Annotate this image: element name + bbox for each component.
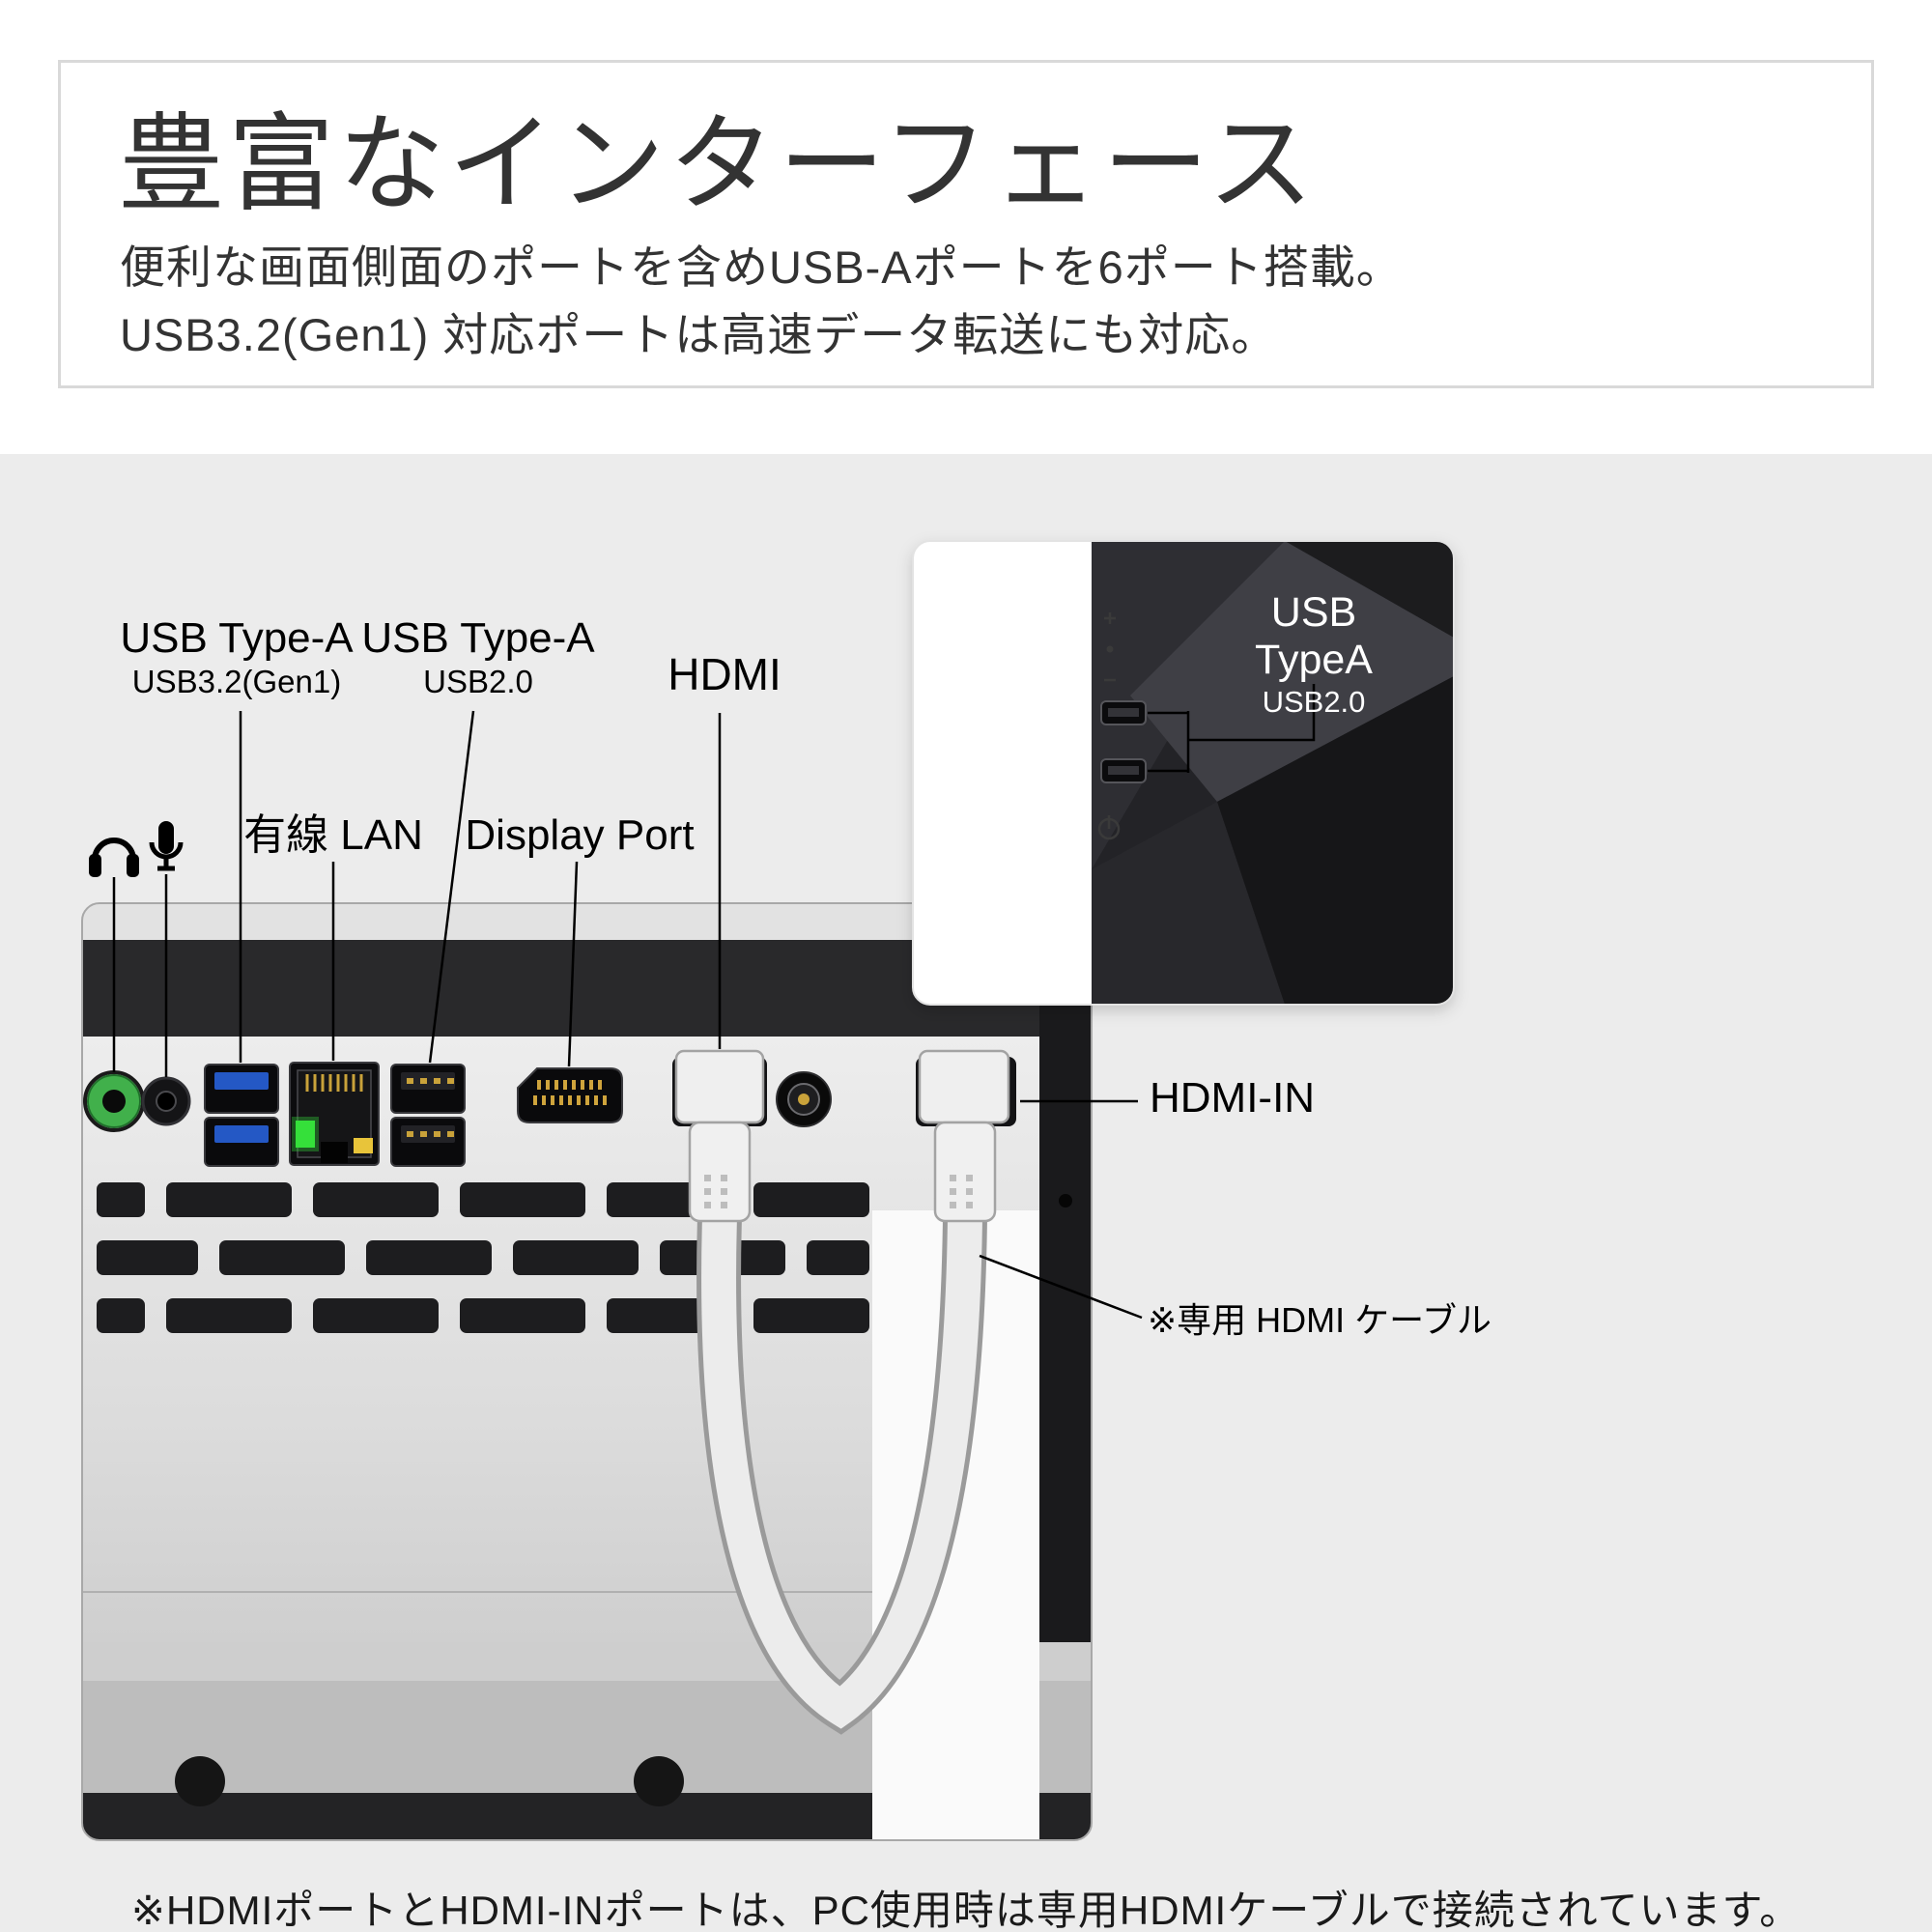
usb2-ports (390, 1064, 466, 1167)
power-icon (1097, 815, 1121, 840)
inset-bracket (1148, 684, 1316, 773)
lan-led-green (296, 1121, 315, 1148)
label-inset-usb-title: USB TypeA (1255, 589, 1373, 684)
side-usb-ports (1100, 700, 1147, 783)
label-usb-type-a-usb2: USB Type-A USB2.0 (357, 614, 599, 700)
displayport (517, 1067, 623, 1123)
inset-photo (912, 540, 1455, 1006)
leader-lines (112, 710, 1143, 1320)
label-usb-type-a-gen1-sub: USB3.2(Gen1) (131, 663, 342, 699)
side-buttons (1104, 612, 1116, 682)
label-inset-usb-sub: USB2.0 (1262, 684, 1366, 719)
hdmi-cable (674, 1049, 1010, 1735)
lan-led-yellow (354, 1138, 373, 1153)
label-lan: 有線 LAN (243, 811, 423, 859)
usb3-ports (204, 1064, 279, 1167)
label-display-port: Display Port (465, 811, 695, 859)
label-usb-type-a-gen1-title: USB Type-A (120, 614, 354, 662)
mic-icon (149, 821, 184, 871)
lan-port (289, 1062, 380, 1166)
panel-foot (175, 1756, 225, 1806)
label-hdmi: HDMI (668, 649, 781, 699)
label-dedicated-hdmi-cable: ※専用 HDMI ケーブル (1148, 1300, 1492, 1340)
hdmi-plug-head (674, 1049, 765, 1124)
dc-power-jack (776, 1071, 832, 1127)
label-usb-type-a-gen1: USB Type-A USB3.2(Gen1) (106, 614, 367, 700)
description-line1: 便利な画面側面のポートを含めUSB-Aポートを6ポート搭載。 (120, 242, 1403, 293)
hdmi-in-plug-head (918, 1049, 1010, 1124)
headphone-icon (89, 838, 139, 877)
mic-jack (141, 1076, 191, 1126)
header-frame (58, 60, 1874, 388)
label-inset-usb: USB TypeA USB2.0 (1208, 589, 1420, 720)
label-usb-type-a-usb2-sub: USB2.0 (423, 663, 533, 699)
audio-out-jack (83, 1070, 145, 1132)
page-title: 豊富なインターフェース (118, 106, 1318, 224)
panel-foot (634, 1756, 684, 1806)
footer-note: ※HDMIポートとHDMI-INポートは、PC使用時は専用HDMIケーブルで接続… (130, 1888, 1802, 1932)
description-line2: USB3.2(Gen1) 対応ポートは高速データ転送にも対応。 (120, 309, 1278, 360)
label-hdmi-in: HDMI-IN (1150, 1074, 1316, 1122)
label-usb-type-a-usb2-title: USB Type-A (361, 614, 595, 662)
